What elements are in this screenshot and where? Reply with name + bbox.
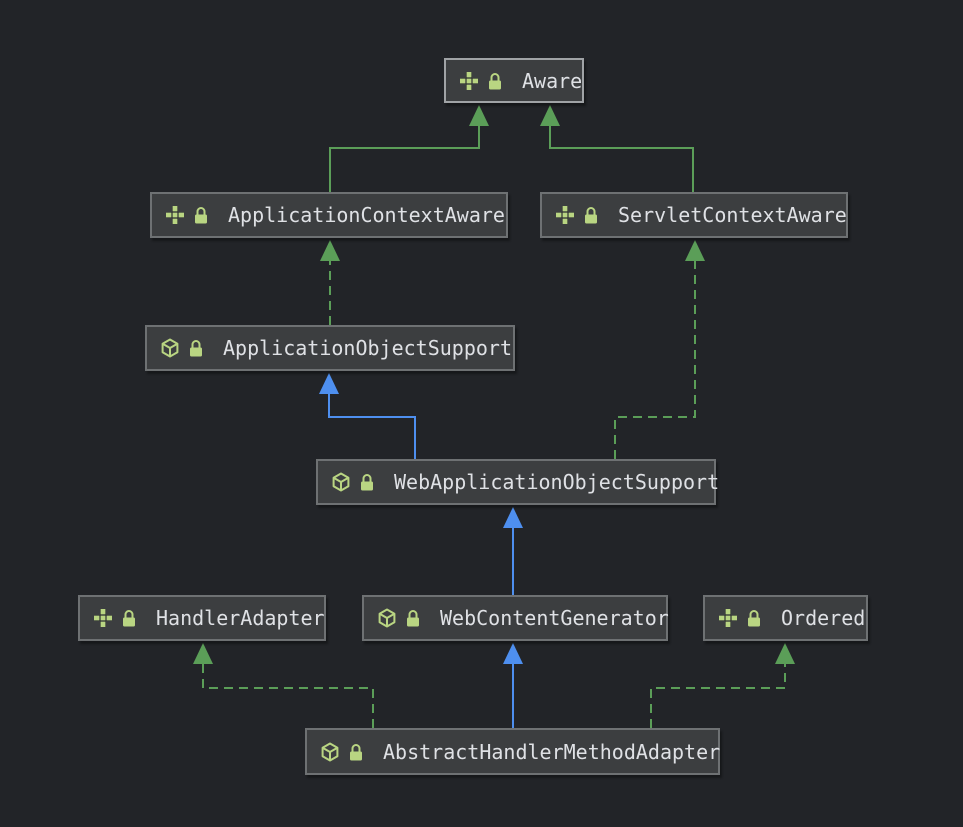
- lock-icon: [407, 610, 419, 627]
- lock-icon: [123, 610, 135, 627]
- class-icon: [321, 742, 339, 761]
- node-application-context-aware[interactable]: ApplicationContextAware: [150, 192, 508, 238]
- edge-abstracthandlermethodadapter-implements-ordered: [650, 643, 795, 728]
- node-label: ServletContextAware: [618, 203, 847, 227]
- node-web-content-generator[interactable]: WebContentGenerator: [362, 595, 669, 641]
- node-handler-adapter[interactable]: HandlerAdapter: [78, 595, 326, 641]
- node-ordered[interactable]: Ordered: [703, 595, 868, 641]
- node-label: WebContentGenerator: [440, 606, 669, 630]
- node-label: HandlerAdapter: [156, 606, 325, 630]
- edge-applicationobjectsupport-implements-applicationcontextaware: [320, 240, 340, 325]
- interface-icon: [94, 609, 112, 627]
- interface-icon: [460, 71, 478, 90]
- node-aware[interactable]: Aware: [444, 58, 584, 103]
- edge-applicationcontextaware-extends-aware: [329, 105, 489, 192]
- interface-icon: [719, 609, 737, 627]
- lock-icon: [350, 743, 362, 760]
- lock-icon: [361, 474, 373, 491]
- lock-icon: [748, 610, 760, 627]
- interface-icon: [166, 206, 184, 224]
- lock-icon: [489, 72, 501, 89]
- node-label: Aware: [522, 68, 583, 93]
- class-icon: [332, 472, 350, 492]
- node-application-object-support[interactable]: ApplicationObjectSupport: [145, 325, 515, 371]
- node-label: Ordered: [781, 606, 866, 630]
- node-abstract-handler-method-adapter[interactable]: AbstractHandlerMethodAdapter: [305, 728, 720, 775]
- node-label: WebApplicationObjectSupport: [394, 470, 720, 494]
- node-label: ApplicationContextAware: [228, 203, 505, 227]
- class-icon: [161, 338, 179, 358]
- class-icon: [378, 608, 396, 628]
- edge-webapplicationobjectsupport-extends-applicationobjectsupport: [319, 373, 416, 459]
- lock-icon: [585, 207, 597, 224]
- edge-abstracthandlermethodadapter-extends-webcontentgenerator: [503, 643, 523, 728]
- edge-abstracthandlermethodadapter-implements-handleradapter: [193, 643, 374, 728]
- node-label: ApplicationObjectSupport: [223, 336, 512, 360]
- lock-icon: [195, 207, 207, 224]
- edge-servletcontextaware-extends-aware: [540, 105, 694, 192]
- edge-webapplicationobjectsupport-implements-servletcontextaware: [614, 240, 705, 459]
- node-web-application-object-support[interactable]: WebApplicationObjectSupport: [316, 459, 720, 505]
- node-label: AbstractHandlerMethodAdapter: [383, 739, 721, 764]
- edge-webcontentgenerator-extends-webapplicationobjectsupport: [503, 507, 523, 595]
- interface-icon: [556, 206, 574, 224]
- lock-icon: [190, 340, 202, 357]
- node-servlet-context-aware[interactable]: ServletContextAware: [540, 192, 848, 238]
